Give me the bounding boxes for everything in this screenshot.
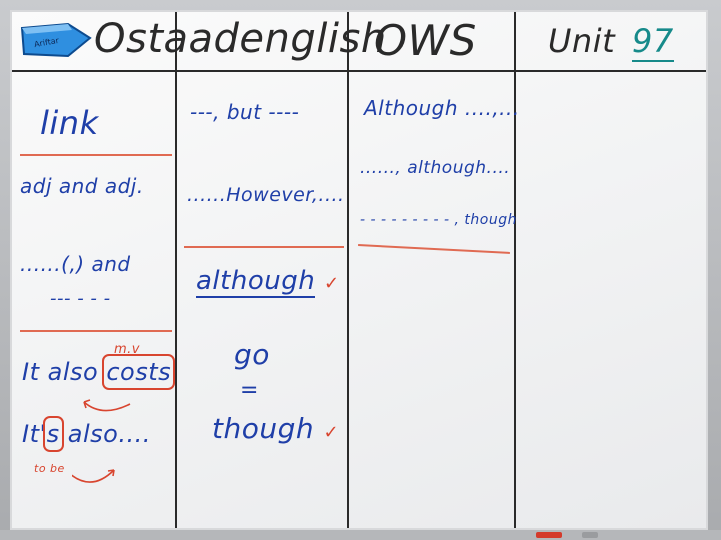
red-marker xyxy=(536,532,562,538)
whiteboard: Ariftar Ostaadenglish OWS Unit 97 link a… xyxy=(10,10,708,530)
col1-adj-and-adj: adj and adj. xyxy=(20,174,144,198)
col1-red-divider-2 xyxy=(20,330,172,332)
board-eraser: Ariftar xyxy=(20,20,92,60)
column-divider-2 xyxy=(347,12,349,528)
check-mark-icon: ✓ xyxy=(323,273,340,294)
eraser-arrow-icon xyxy=(20,22,92,58)
col2-red-divider xyxy=(184,246,344,248)
check-mark-icon-2: ✓ xyxy=(323,422,340,443)
col2-go: go xyxy=(234,338,270,371)
marker-tray xyxy=(0,530,721,540)
col2-equals: = xyxy=(240,378,259,403)
red-arrows-icon xyxy=(72,399,131,483)
col3-comma-though: - - - - - - - - - , though xyxy=(360,212,517,228)
column-divider-3 xyxy=(514,12,516,528)
note-main-verb: m.v xyxy=(114,342,140,357)
unit-number: 97 xyxy=(632,22,674,62)
col2-although: although ✓ xyxy=(196,266,340,298)
col1-title-link: link xyxy=(40,104,99,142)
col2-but: ---, but ---- xyxy=(190,100,300,124)
col1-its-also: It's also.... xyxy=(22,416,151,452)
col1-comma-and: ......(,) and xyxy=(20,252,131,276)
boxed-costs: costs xyxy=(102,354,176,390)
col3-although: Although ....,... xyxy=(364,96,520,120)
header-divider xyxy=(12,70,706,72)
col3-red-divider xyxy=(358,244,510,254)
col3-comma-although: ......, although.... xyxy=(360,158,511,178)
col2-however: ......However,.... xyxy=(187,184,345,206)
brand-title: Ostaadenglish xyxy=(94,16,387,62)
col2-though: though ✓ xyxy=(212,412,340,445)
note-to-be: to be xyxy=(34,462,65,475)
unit-label: Unit xyxy=(548,22,616,60)
ows-title: OWS xyxy=(374,16,477,65)
col1-dashes: --- - - - xyxy=(50,288,111,309)
col1-it-also-costs: It also costs xyxy=(22,354,176,390)
gray-marker xyxy=(582,532,598,538)
column-divider-1 xyxy=(175,12,177,528)
boxed-s: s xyxy=(42,416,64,452)
col1-red-divider-1 xyxy=(20,154,172,156)
